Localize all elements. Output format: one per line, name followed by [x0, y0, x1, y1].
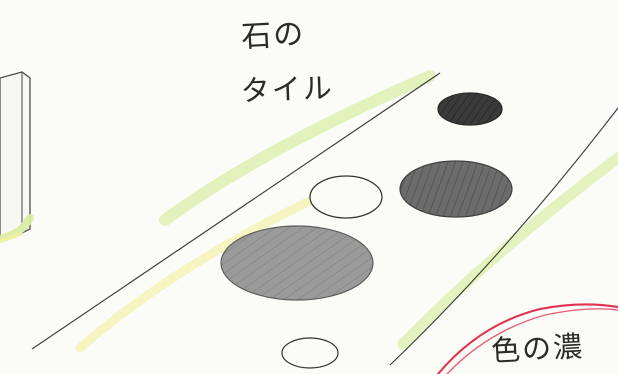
color-density-label: 色の濃: [490, 323, 585, 370]
stone-white-lower: [282, 338, 338, 368]
tile-band: [32, 73, 618, 365]
stone-light: [221, 226, 373, 300]
stone-dark: [438, 93, 502, 125]
stone-medium: [400, 161, 512, 217]
stone-white-upper: [310, 176, 382, 218]
stone-group: [221, 93, 512, 368]
wall-object: [0, 72, 30, 240]
tile-label: タイル: [240, 65, 334, 110]
stone-label: 石の: [240, 9, 306, 56]
